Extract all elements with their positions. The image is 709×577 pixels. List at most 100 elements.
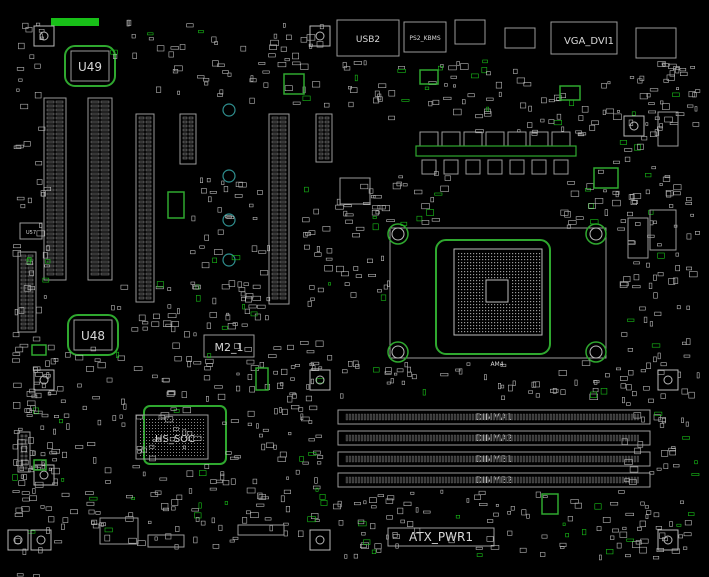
cpu-pin xyxy=(494,262,496,264)
dimm-pin xyxy=(381,434,384,442)
vrm-inductor xyxy=(463,131,483,147)
dimm-pin xyxy=(567,413,570,421)
dimm-pin xyxy=(582,455,585,463)
soc-pin xyxy=(167,437,168,438)
slot-pin xyxy=(138,284,145,288)
smd-component xyxy=(629,76,635,79)
slot-pin xyxy=(271,244,279,248)
smd-component xyxy=(279,451,287,458)
smd-component xyxy=(183,445,186,450)
cpu-pin xyxy=(524,301,526,303)
cpu-pin xyxy=(479,319,481,321)
smd-component xyxy=(252,295,261,301)
ps2-connector[interactable]: PS2_KBMS xyxy=(403,21,447,53)
cpu-pin xyxy=(485,307,487,309)
cpu-pin xyxy=(527,277,529,279)
smd-component xyxy=(132,52,137,59)
smd-component xyxy=(165,323,172,327)
soc-pin xyxy=(161,431,162,432)
slot-pin xyxy=(20,434,24,438)
soc-pin xyxy=(152,434,153,435)
smd-component xyxy=(396,181,402,187)
tactile-part xyxy=(309,25,331,47)
dimm-pin xyxy=(561,455,564,463)
dimm-pin xyxy=(633,413,636,421)
smd-component xyxy=(284,85,293,91)
soc-pin xyxy=(155,452,156,453)
soc-pin xyxy=(143,449,144,450)
dimm-pin xyxy=(519,413,522,421)
soc-pin xyxy=(200,455,201,456)
cpu-socket[interactable]: AM4 xyxy=(389,227,607,368)
smd-component xyxy=(149,444,155,449)
smd-component xyxy=(660,100,664,105)
cpu-pin xyxy=(476,298,478,300)
smd-component xyxy=(363,500,367,505)
smd-component xyxy=(590,391,597,398)
soc-label: HS_SOC xyxy=(155,434,195,445)
u48-chip[interactable]: U48 xyxy=(67,314,119,356)
cpu-pin xyxy=(470,301,472,303)
slot-pin xyxy=(100,156,110,160)
cpu-pin xyxy=(500,319,502,321)
smd-component xyxy=(204,81,209,86)
smd-component xyxy=(186,470,194,477)
dimm-pin xyxy=(381,413,384,421)
atx-power-connector[interactable]: ATX_PWR1 xyxy=(387,527,495,547)
soc-pin xyxy=(158,428,159,429)
smd-component xyxy=(261,443,266,451)
smd-component xyxy=(615,191,619,198)
smd-component xyxy=(266,296,271,302)
vrm-mosfet xyxy=(531,159,547,175)
cpu-pin xyxy=(458,295,460,297)
dimm-pin xyxy=(372,455,375,463)
smd-component xyxy=(269,525,273,532)
slot-pin xyxy=(100,260,110,264)
cpu-pin xyxy=(461,262,463,264)
smd-component xyxy=(448,536,455,544)
slot-pin xyxy=(90,160,100,164)
dimm-pin xyxy=(507,434,510,442)
m2-connector[interactable]: M2_1 xyxy=(203,334,255,358)
cpu-pin xyxy=(515,256,517,258)
smd-component xyxy=(637,78,643,84)
slot-pin xyxy=(138,164,145,168)
smd-component xyxy=(533,381,540,388)
cpu-pin xyxy=(476,262,478,264)
cpu-pin xyxy=(497,253,499,255)
dimm-pin xyxy=(378,434,381,442)
dimm-pin xyxy=(591,434,594,442)
soc-pin xyxy=(158,452,159,453)
slot-pin xyxy=(55,268,64,272)
usb-connector[interactable]: USB2 xyxy=(336,19,400,57)
cpu-pin xyxy=(536,259,538,261)
u49-chip[interactable]: U49 xyxy=(64,45,116,87)
smd-component xyxy=(15,144,24,149)
slot-pin xyxy=(279,116,287,120)
slot-pin xyxy=(20,274,27,278)
smd-component xyxy=(273,33,278,39)
slot-pin xyxy=(90,248,100,252)
vga-dvi-connector[interactable]: VGA_DVI1 xyxy=(550,21,618,55)
dimm-pin xyxy=(453,434,456,442)
slot-pin xyxy=(100,140,110,144)
cpu-pin xyxy=(509,274,511,276)
cpu-pin xyxy=(476,280,478,282)
dimm-pin xyxy=(621,455,624,463)
slot-pin xyxy=(271,276,279,280)
soc-pin xyxy=(194,434,195,435)
usb-label: USB2 xyxy=(356,35,380,45)
smd-component xyxy=(288,431,292,436)
slot-pin xyxy=(90,228,100,232)
smd-component xyxy=(610,535,615,540)
slot-pin xyxy=(24,466,28,470)
cpu-pin xyxy=(482,313,484,315)
dimm-pin xyxy=(621,476,624,484)
cpu-pin xyxy=(524,310,526,312)
smd-component xyxy=(669,122,679,125)
slot-pin xyxy=(182,140,188,144)
slot-pin xyxy=(279,220,287,224)
dimm-pin xyxy=(576,413,579,421)
cpu-pin xyxy=(464,310,466,312)
cpu-pin xyxy=(503,316,505,318)
